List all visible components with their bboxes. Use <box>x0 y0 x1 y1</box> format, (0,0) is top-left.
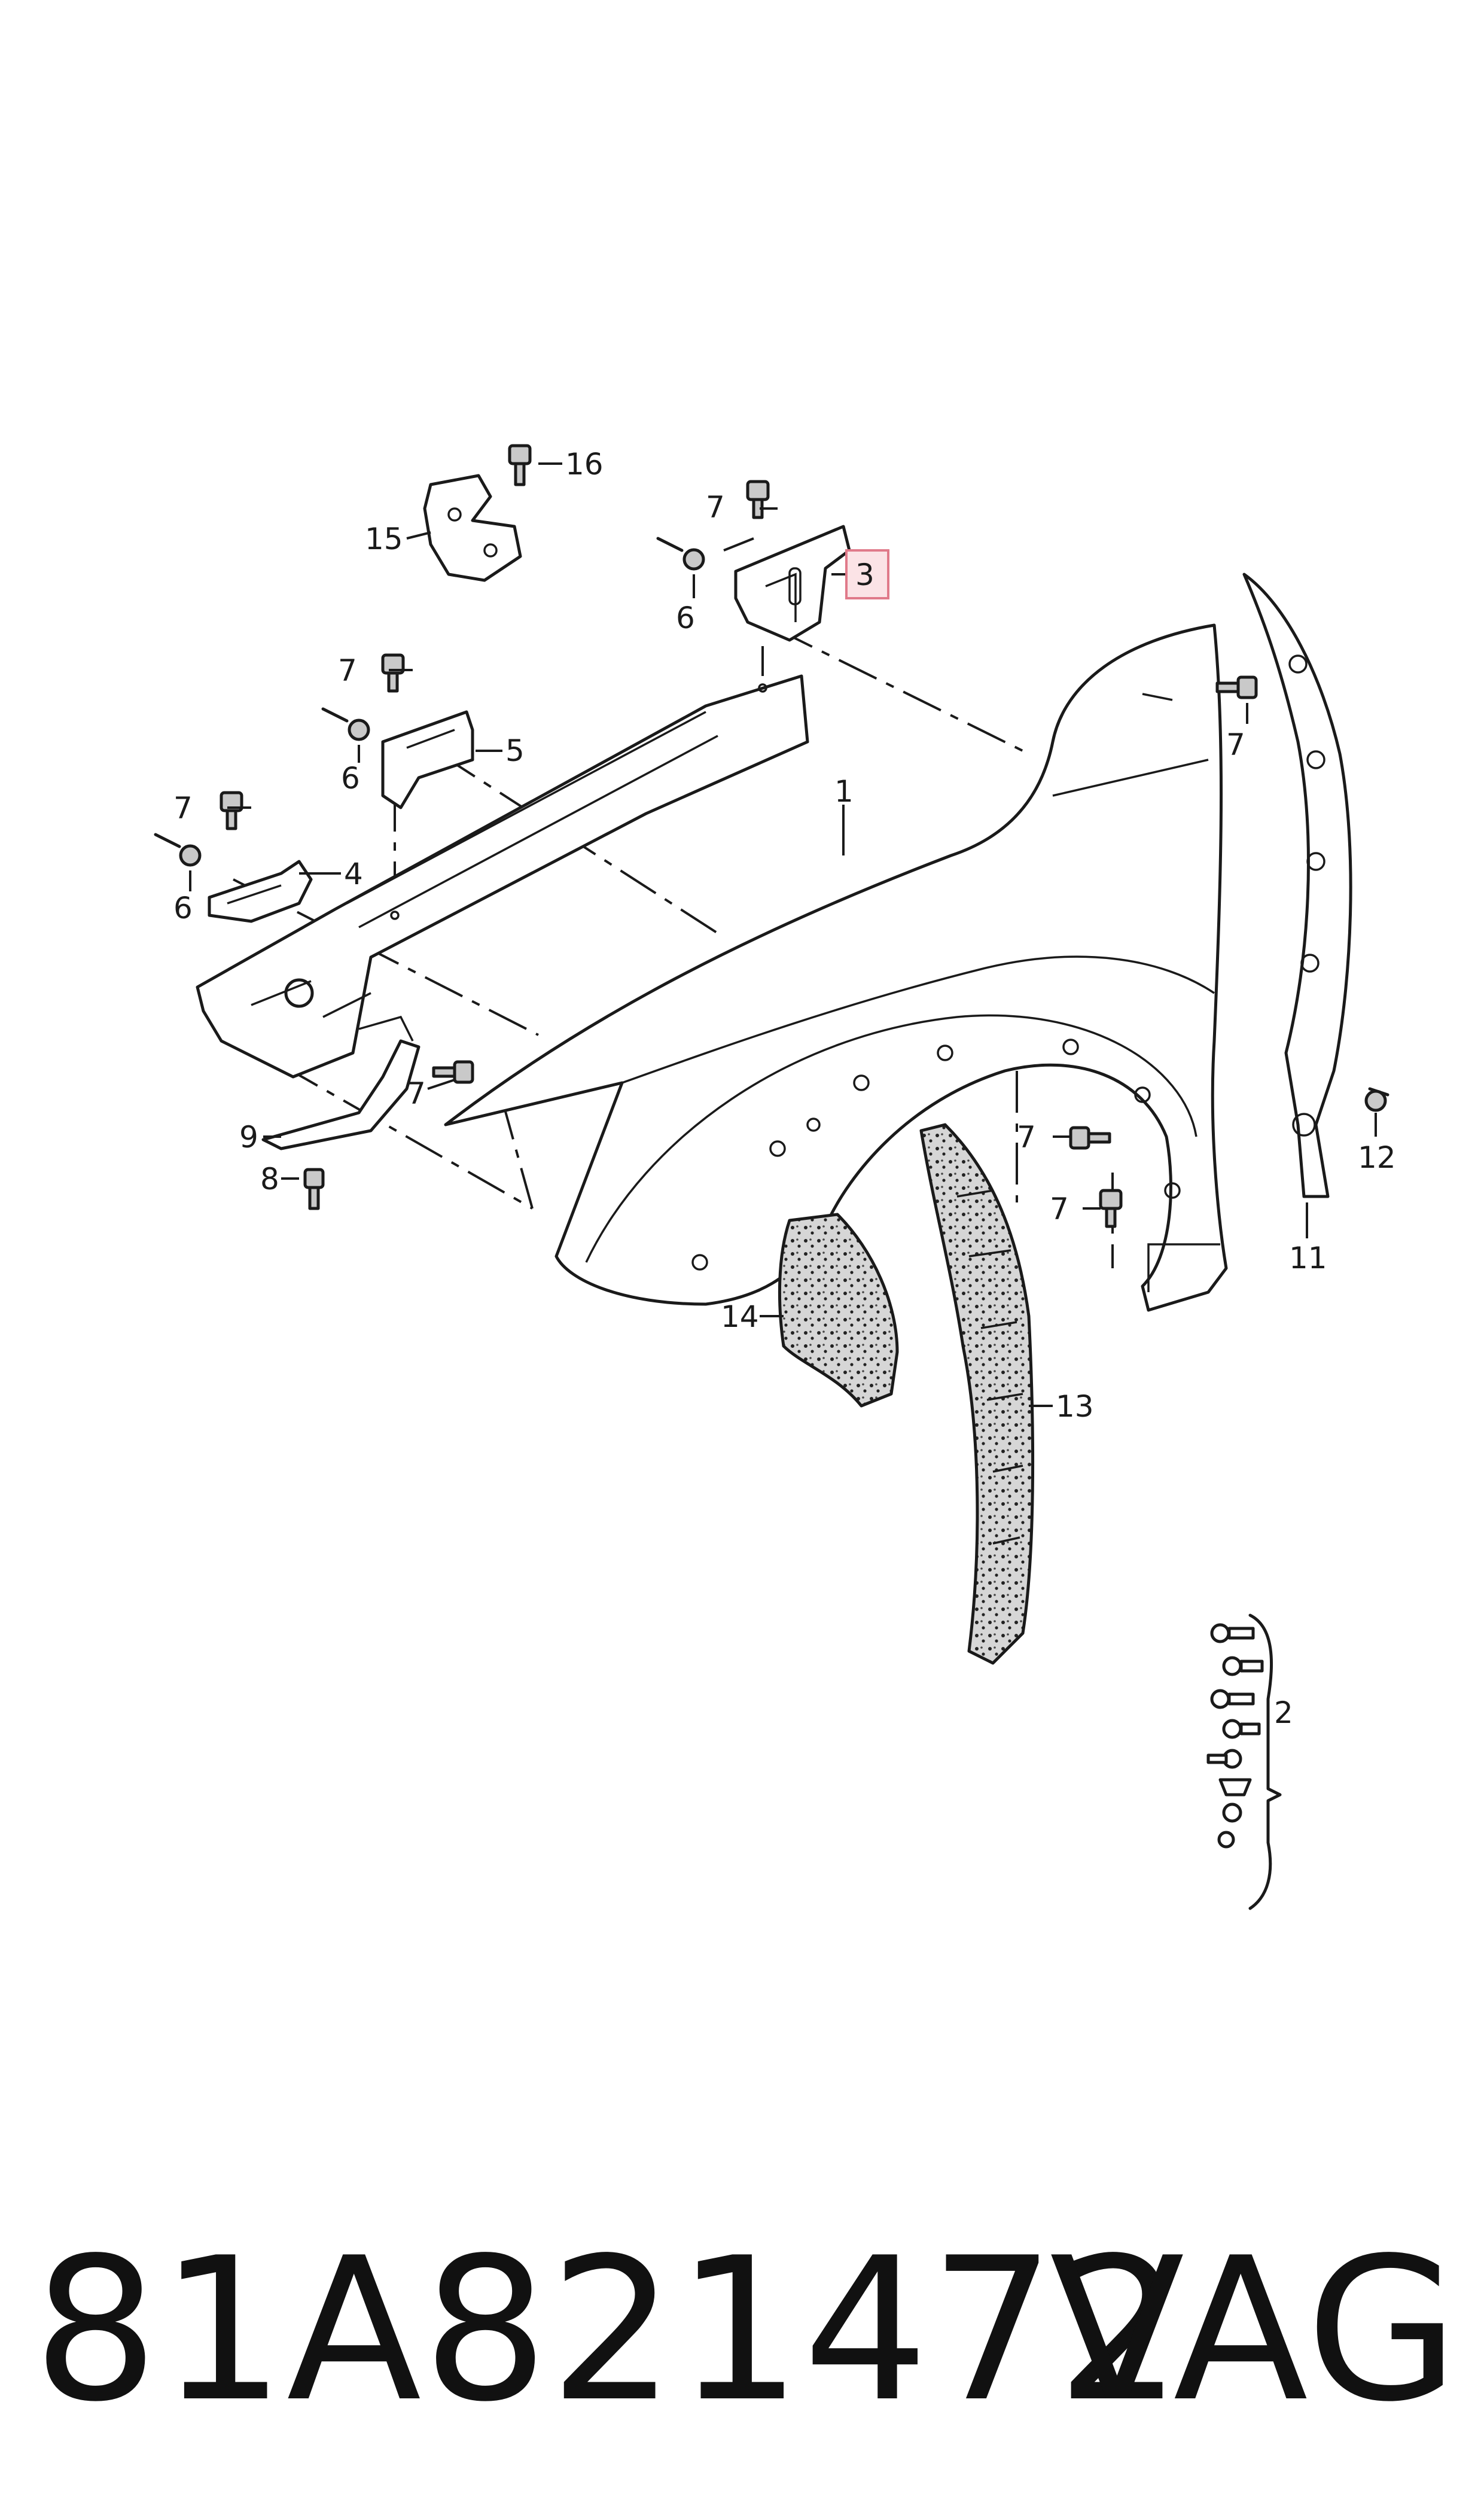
brand-label: VAG <box>1049 2215 1460 2445</box>
fender-panel <box>444 623 1228 1312</box>
part-number: 81A821472 <box>33 2215 1184 2445</box>
callout-3: 3 <box>855 558 874 592</box>
bracket-15 <box>423 474 522 582</box>
callout-2: 2 <box>1274 1695 1293 1730</box>
callout-7-arch: 7 <box>1017 1120 1036 1155</box>
callout-6-top: 6 <box>676 601 695 635</box>
bolt-7a <box>746 480 770 519</box>
clips <box>154 537 1389 1112</box>
bolt-7g <box>1099 1189 1123 1228</box>
callout-15: 15 <box>365 522 403 556</box>
fastener-kit-2 <box>1206 1613 1282 1910</box>
bolt-8 <box>303 1168 325 1210</box>
bolts <box>220 444 1258 1228</box>
bracket-4 <box>208 860 313 923</box>
callout-6-mid: 6 <box>341 761 360 796</box>
callout-labels: 1 2 3 4 5 6 6 6 7 7 7 7 7 7 7 8 9 11 12 … <box>173 447 1396 1730</box>
callout-3-highlight <box>845 549 889 599</box>
callout-12: 12 <box>1358 1140 1396 1175</box>
callout-1: 1 <box>834 774 854 809</box>
callout-7-left: 7 <box>173 791 193 826</box>
callout-7-lower-left: 7 <box>407 1076 426 1111</box>
callout-14: 14 <box>721 1299 759 1334</box>
footer: 81A821472 VAG <box>0 2213 1484 2465</box>
bolt-16 <box>508 444 532 486</box>
callout-7-arch-low: 7 <box>1050 1192 1069 1226</box>
clip-6b <box>321 707 370 741</box>
clip-12 <box>1364 1087 1389 1112</box>
foam-insulation-13 <box>919 1123 1035 1665</box>
clip-6a <box>656 537 705 571</box>
callout-7-top: 7 <box>706 490 725 525</box>
leader-lines <box>189 462 1377 1407</box>
bolt-7d <box>1215 675 1258 699</box>
callout-8: 8 <box>260 1162 279 1196</box>
callout-16: 16 <box>565 447 604 482</box>
bracket-5 <box>381 710 474 809</box>
clip-6c <box>154 833 202 867</box>
foam-pad-14 <box>778 1213 899 1408</box>
bolt-7f <box>1069 1126 1111 1150</box>
callout-5: 5 <box>505 733 525 768</box>
callout-9: 9 <box>239 1120 258 1155</box>
callout-7-right: 7 <box>1226 727 1245 762</box>
trim-strip-11 <box>1242 573 1352 1198</box>
callout-6-left: 6 <box>173 891 193 925</box>
inner-rail <box>196 674 809 1079</box>
bolt-7c <box>220 791 243 830</box>
bracket-3 <box>734 525 851 642</box>
callout-4: 4 <box>344 857 363 891</box>
callout-7-mid: 7 <box>338 653 357 688</box>
bolt-7b <box>381 653 405 693</box>
bolt-7e <box>432 1060 474 1084</box>
callout-11: 11 <box>1289 1241 1327 1275</box>
callout-13: 13 <box>1056 1389 1094 1424</box>
